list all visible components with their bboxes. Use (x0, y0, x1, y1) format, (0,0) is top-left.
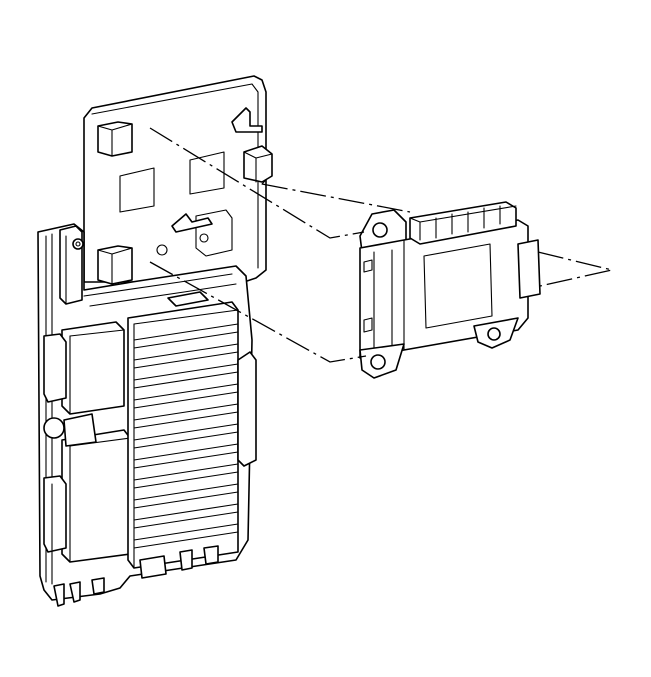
bracket-hole-1 (156, 244, 168, 256)
sensor-mount-hole-bottom-right (487, 327, 501, 341)
sensor-mount-hole-top (372, 222, 388, 238)
exploded-view-leaders (149, 127, 613, 363)
bracket-clip-center (171, 213, 213, 233)
sensor-front-window (423, 243, 493, 329)
bracket-opening-left (119, 167, 155, 213)
module-round-port (43, 417, 65, 439)
control-module (37, 223, 257, 607)
connector-upper (43, 321, 125, 415)
bracket-hole-2 (199, 233, 209, 243)
bracket-tab-upper-left (97, 121, 133, 157)
bracket-side-tab (243, 145, 273, 183)
module-bottom-tabs (53, 545, 219, 607)
module-mounting-screw (72, 238, 84, 250)
sensor-mount-hole-bottom-left (370, 354, 386, 370)
bracket-opening-center (189, 151, 225, 195)
bracket-tab-lower-left (97, 245, 133, 285)
mounting-bracket (83, 75, 273, 285)
heat-sink (127, 301, 239, 569)
module-top-connector (167, 291, 209, 307)
sensor-module (359, 201, 541, 379)
bracket-clip-upper-right (231, 107, 263, 133)
